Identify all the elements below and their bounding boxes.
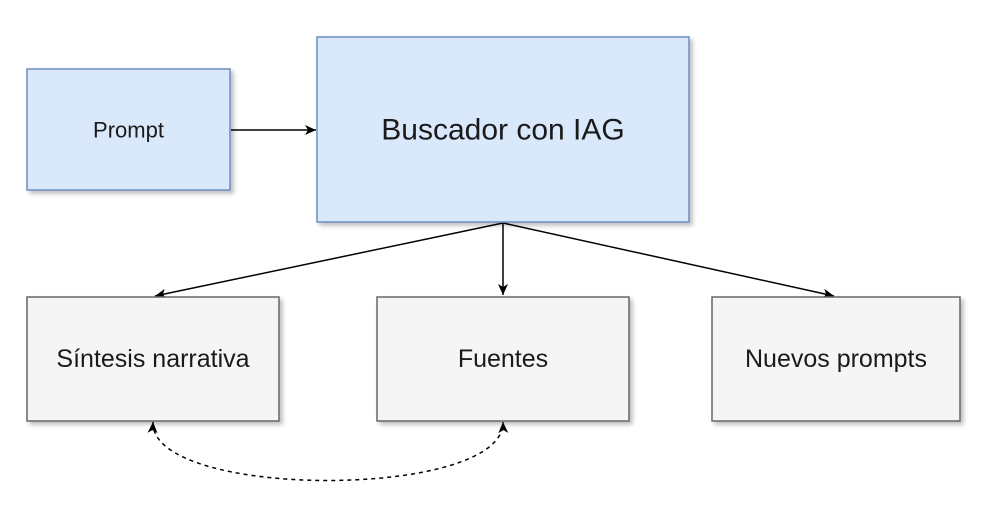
node-fuentes [376, 296, 630, 422]
edge-buscador-to-nuevos [502, 222, 835, 299]
edge-sintesis-fuentes-dashed [147, 421, 509, 482]
node-nuevos-label: Nuevos prompts [745, 345, 927, 373]
node-buscador [316, 36, 690, 223]
node-sintesis-label: Síntesis narrativa [56, 345, 249, 373]
node-prompt-label: Prompt [93, 118, 164, 143]
node-nuevos [711, 296, 961, 422]
node-buscador-label: Buscador con IAG [381, 114, 624, 147]
node-prompt [26, 68, 231, 191]
node-sintesis [26, 296, 280, 422]
edge-buscador-to-sintesis [154, 222, 504, 299]
node-fuentes-label: Fuentes [458, 345, 548, 373]
